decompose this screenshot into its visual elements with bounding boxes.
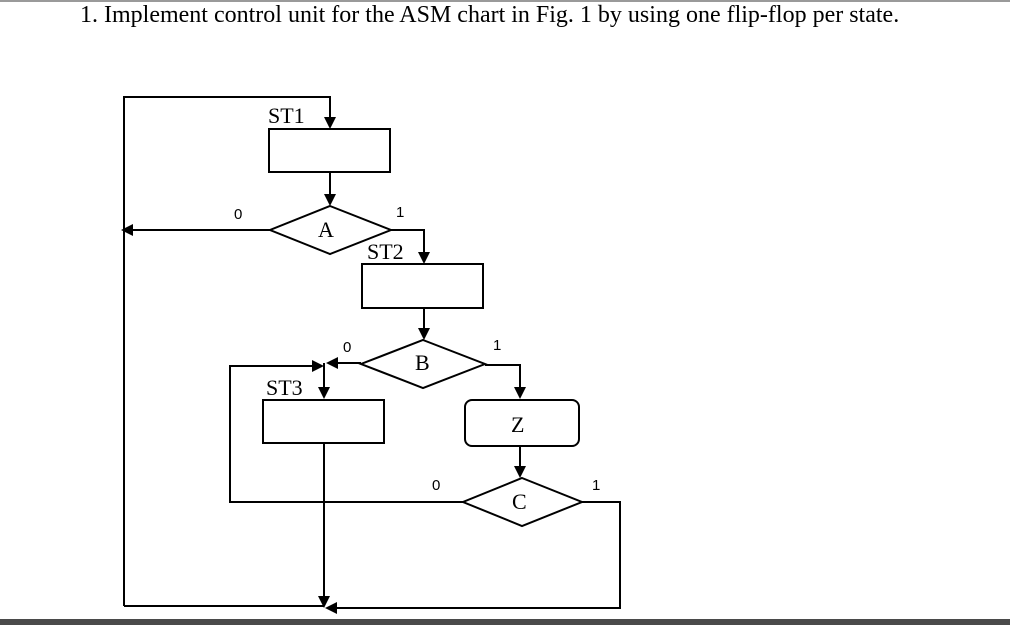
st1-label: ST1 xyxy=(268,103,305,128)
b-entry-arrow xyxy=(418,328,430,340)
b-false-arrow xyxy=(326,357,338,369)
st1-entry-arrow xyxy=(324,117,336,129)
a-entry-arrow xyxy=(324,194,336,206)
bottom-rule xyxy=(0,619,1010,625)
c-false-label: 0 xyxy=(432,477,440,494)
b-true-label: 1 xyxy=(493,337,501,354)
a-false-label: 0 xyxy=(234,206,242,223)
st2-entry-arrow xyxy=(418,252,430,264)
c-false-line xyxy=(229,365,463,503)
a-label: A xyxy=(318,217,334,242)
a-true-line xyxy=(391,229,425,253)
c-entry-arrow xyxy=(514,466,526,478)
top-rule xyxy=(0,0,1010,2)
b-false-label: 0 xyxy=(343,339,351,356)
b-label: B xyxy=(415,350,430,375)
c-true-line xyxy=(336,501,621,609)
z-entry-arrow xyxy=(514,387,526,399)
b-true-line xyxy=(485,364,521,388)
a-false-arrow xyxy=(121,224,133,236)
a-decision-diamond xyxy=(267,204,394,256)
st3-label: ST3 xyxy=(266,375,303,400)
c-decision-diamond xyxy=(460,476,585,528)
st3-exit-arrow xyxy=(318,596,330,608)
c-false-arrow xyxy=(312,360,324,372)
z-output-box xyxy=(464,399,580,447)
st2-label: ST2 xyxy=(367,239,404,264)
loop-to-st1-line xyxy=(123,96,331,606)
b-decision-diamond xyxy=(358,338,488,390)
st3-entry-arrow xyxy=(318,387,330,399)
st1-box xyxy=(268,128,391,173)
z-label: Z xyxy=(511,412,524,437)
a-true-label: 1 xyxy=(396,204,404,221)
c-true-arrow xyxy=(325,602,337,614)
st2-box xyxy=(361,263,484,309)
question-text: 1. Implement control unit for the ASM ch… xyxy=(80,2,900,28)
c-label: C xyxy=(512,489,527,514)
c-true-label: 1 xyxy=(592,477,600,494)
st3-box xyxy=(262,399,385,444)
